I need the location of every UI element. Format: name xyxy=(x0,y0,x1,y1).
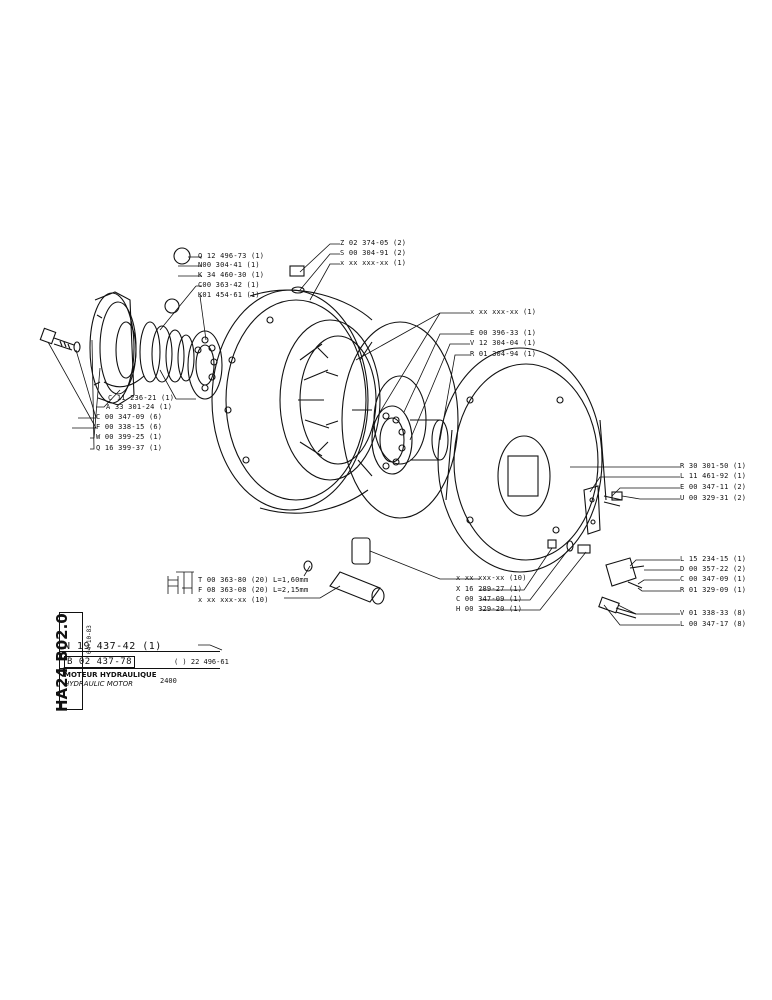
sheet-code-frame xyxy=(59,612,83,710)
part-label: Q 16 399-37 (1) xyxy=(96,444,163,452)
bearing-left-part xyxy=(187,330,223,400)
part-label: T 00 363-80 (20) L=1,60mm xyxy=(198,576,309,584)
part-label: K01 454-61 (1) xyxy=(198,291,260,299)
bolt-part xyxy=(39,327,75,351)
part-label: L 11 461-92 (1) xyxy=(680,472,747,480)
part-label: C 00 347-09 (1) xyxy=(456,595,523,603)
part-label: C00 363-42 (1) xyxy=(198,281,260,289)
fittings-part xyxy=(547,539,591,554)
part-label: W 00 399-25 (1) xyxy=(96,433,163,441)
bottom-bolt-part xyxy=(598,596,637,619)
part-label: S 00 304-91 (2) xyxy=(340,249,407,257)
part-label: F 08 363-08 (20) L=2,15mm xyxy=(198,586,309,594)
seal-kit-icon-2 xyxy=(164,298,180,314)
pin-parts xyxy=(303,537,385,605)
part-label: U 00 329-31 (2) xyxy=(680,494,747,502)
part-label: H 00 329-20 (1) xyxy=(456,605,523,613)
part-label: X 16 289-27 (1) xyxy=(456,585,523,593)
part-label: C 00 347-09 (1) xyxy=(680,575,747,583)
pin-length-symbol xyxy=(167,571,194,594)
part-label: E 00 347-11 (2) xyxy=(680,483,747,491)
part-label: R 01 329-09 (1) xyxy=(680,586,747,594)
part-label: L 15 234-15 (1) xyxy=(680,555,747,563)
title-rule-2 xyxy=(60,668,220,669)
o-ring-part xyxy=(73,341,81,353)
assembly-ref: N 19 437-42 (1) xyxy=(64,641,162,652)
part-label: A 33 301-24 (1) xyxy=(106,403,173,411)
circlip-part xyxy=(103,375,145,388)
part-label: x xx xxx-xx (10) xyxy=(456,574,527,582)
part-label: x xx xxx-xx (1) xyxy=(470,308,537,316)
part-label: V 01 338-33 (8) xyxy=(680,609,747,617)
front-flange-part xyxy=(437,347,607,573)
model-number: 2400 xyxy=(160,677,177,685)
part-label: V 12 304-04 (1) xyxy=(470,339,537,347)
leader-lines xyxy=(47,243,680,651)
part-label: K 34 460-30 (1) xyxy=(198,271,265,279)
part-label: C 00 347-09 (6) xyxy=(96,413,163,421)
part-label: C 11 236-21 (1) xyxy=(108,394,175,402)
seal-kit-icon xyxy=(173,247,191,265)
part-label: L 00 347-17 (8) xyxy=(680,620,747,628)
end-cover-part xyxy=(89,291,137,406)
bearing-centre-part xyxy=(371,405,449,475)
title-french: MOTEUR HYDRAULIQUE xyxy=(64,671,157,679)
title-english: HYDRAULIC MOTOR xyxy=(64,680,133,688)
title-rule xyxy=(60,651,220,652)
part-label: D 00 357-22 (2) xyxy=(680,565,747,573)
valve-bracket-part xyxy=(605,557,645,589)
part-label: F 00 338-15 (6) xyxy=(96,423,163,431)
bracket-part xyxy=(583,485,623,535)
part-label: N00 304-41 (1) xyxy=(198,261,260,269)
part-label: Q 12 496-73 (1) xyxy=(198,252,265,260)
part-label: E 00 396-33 (1) xyxy=(470,329,537,337)
seal-stack-part xyxy=(139,321,195,383)
top-plug-part xyxy=(289,265,305,294)
part-label: R 30 301-50 (1) xyxy=(680,462,747,470)
secondary-ref: ( ) 22 496-61 xyxy=(174,658,229,666)
part-label: Z 02 374-05 (2) xyxy=(340,239,407,247)
boxed-ref: B 02 437-78 xyxy=(64,656,136,668)
part-label: R 01 304-94 (1) xyxy=(470,350,537,358)
part-label: x xx xxx-xx (1) xyxy=(340,259,407,267)
motor-housing-part xyxy=(211,289,381,514)
part-label: x xx xxx-xx (10) xyxy=(198,596,269,604)
